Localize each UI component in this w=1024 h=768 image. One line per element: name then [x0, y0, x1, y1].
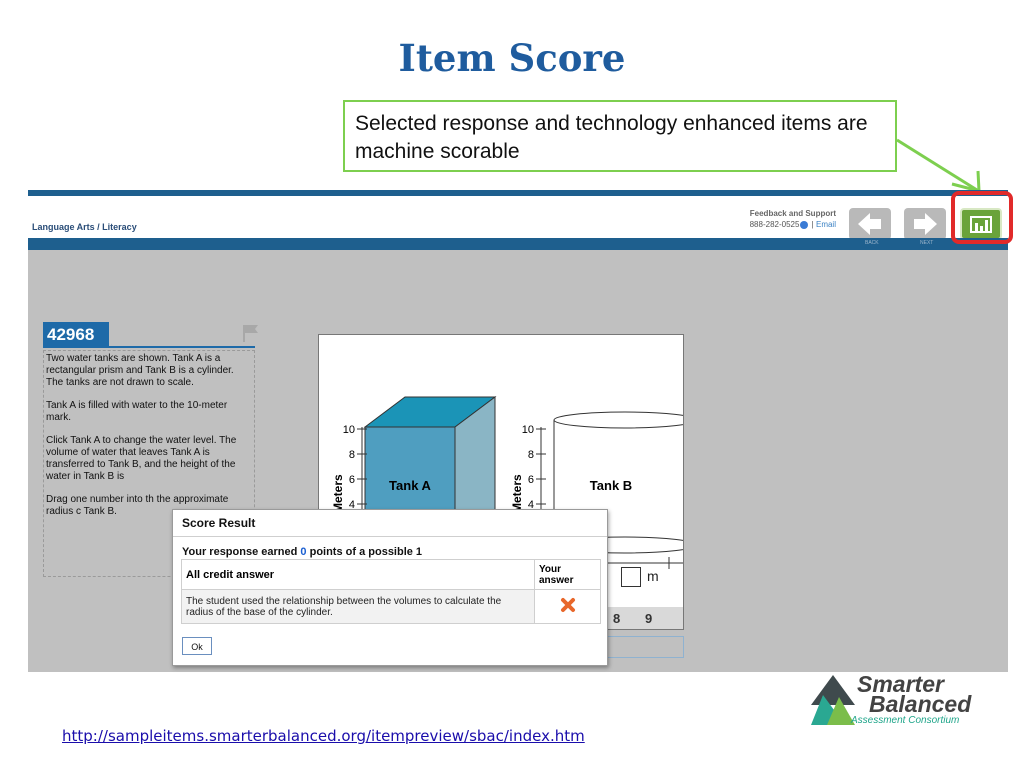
tank-b-tick: 6 [528, 474, 534, 486]
score-result-dialog: Score Result Your response earned 0 poin… [172, 509, 608, 666]
logo-text-balanced: Balanced [869, 691, 972, 717]
smarter-balanced-logo: Smarter Balanced Assessment Consortium [811, 673, 981, 728]
globe-icon [800, 220, 809, 229]
stimulus-paragraph: Tank A is filled with water to the 10-me… [46, 400, 228, 423]
score-summary: Your response earned 0 points of a possi… [182, 546, 422, 558]
ok-button[interactable]: Ok [182, 637, 212, 655]
tank-a-tick: 8 [349, 449, 355, 461]
score-button-highlight [951, 191, 1013, 244]
tank-b-tick: 4 [528, 499, 534, 511]
column-header-credit: All credit answer [181, 559, 535, 590]
callout-box: Selected response and technology enhance… [343, 100, 897, 172]
bar-chart-icon [970, 216, 992, 233]
points-earned: 0 [300, 546, 307, 558]
item-panel: 42968 Two water tanks are shown. Tank A … [43, 322, 258, 577]
answer-unit: m [647, 568, 659, 584]
next-label: NEXT [920, 240, 934, 246]
app-header: Language Arts / Literacy Feedback and Su… [28, 196, 1008, 240]
flag-icon[interactable] [241, 323, 261, 343]
next-button[interactable] [904, 208, 946, 240]
arrow-left-icon [858, 213, 881, 235]
logo-mark-icon [811, 675, 855, 725]
back-label: BACK [865, 240, 879, 246]
number-tile[interactable]: 8 [613, 611, 621, 626]
tank-a-tick: 4 [349, 499, 355, 511]
item-number: 42968 [43, 322, 109, 348]
feedback-title: Feedback and Support [749, 209, 836, 218]
rubric-text: The student used the relationship betwee… [181, 589, 535, 624]
sample-items-link[interactable]: http://sampleitems.smarterbalanced.org/i… [62, 727, 585, 745]
back-button[interactable] [849, 208, 891, 240]
app-top-bar [28, 190, 1008, 196]
stimulus-paragraph: Two water tanks are shown. Tank A is a r… [46, 353, 234, 388]
item-header-rule [109, 346, 255, 348]
app-header-band [28, 238, 1008, 250]
feedback-support: Feedback and Support 888-282-0525 | Emai… [678, 208, 836, 230]
summary-suffix: points of a possible 1 [309, 546, 423, 558]
stimulus-paragraph: Drag one number into th the approximate … [46, 494, 229, 517]
email-link[interactable]: Email [815, 220, 836, 229]
tank-a-tick: 6 [349, 474, 355, 486]
item-stimulus-text: Two water tanks are shown. Tank A is a r… [43, 350, 255, 577]
tank-b-tick: 10 [522, 424, 534, 436]
answer-result [534, 589, 601, 624]
score-button[interactable] [960, 208, 1002, 240]
dialog-title: Score Result [173, 510, 607, 537]
stimulus-paragraph: Click Tank A to change the water level. … [46, 435, 237, 482]
tank-b-axis-label: Meters [510, 474, 524, 513]
support-phone: 888-282-0525 [749, 220, 800, 229]
slide-title: Item Score [398, 36, 626, 80]
tank-b-label: Tank B [590, 478, 632, 493]
feedback-separator: | [811, 220, 814, 229]
table-row: The student used the relationship betwee… [181, 589, 601, 624]
number-tile[interactable]: 9 [645, 611, 653, 626]
tank-a-axis-label: Meters [331, 474, 345, 513]
column-header-your-answer: Your answer [534, 559, 601, 590]
x-mark-icon [560, 598, 575, 612]
score-table: All credit answer Your answer The studen… [181, 559, 601, 624]
logo-text-consortium: Assessment Consortium [851, 715, 960, 726]
summary-prefix: Your response earned [182, 546, 298, 558]
logo-text-smarter: Smarter [857, 671, 944, 697]
arrow-right-icon [914, 213, 937, 235]
tank-a-tick: 10 [343, 424, 355, 436]
figure-lower-frame [606, 636, 684, 658]
tank-b-tick: 8 [528, 449, 534, 461]
tank-a-label: Tank A [389, 478, 432, 493]
answer-drop-box[interactable] [621, 567, 641, 587]
subject-label: Language Arts / Literacy [32, 222, 137, 232]
